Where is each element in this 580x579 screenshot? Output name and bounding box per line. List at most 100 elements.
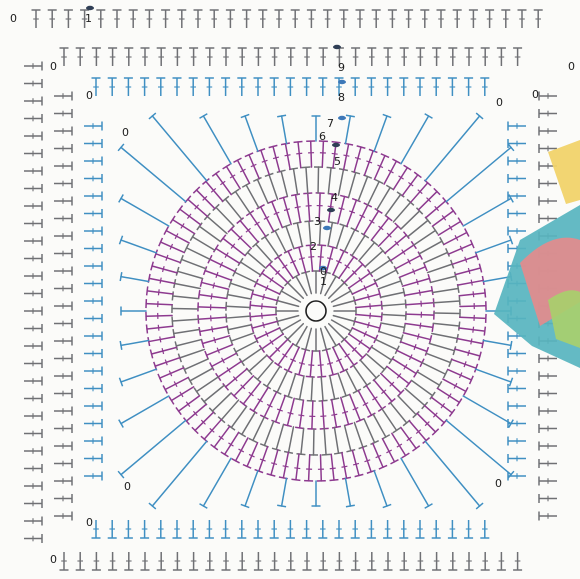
radial-stitch-r4-71-bar bbox=[458, 296, 461, 306]
radial-stitch-r3-34-cross bbox=[219, 261, 224, 268]
radial-stitch-r5-11 bbox=[408, 419, 427, 442]
radial-stitch-r4-50 bbox=[268, 174, 279, 201]
radial-stitch-r2-39 bbox=[343, 229, 356, 253]
radial-stitch-r2-29-bar bbox=[244, 248, 252, 257]
row-marker-7 bbox=[319, 265, 327, 271]
radial-stitch-r5-73-bar bbox=[433, 187, 441, 196]
radial-stitch-r4-30-bar bbox=[187, 376, 193, 386]
radial-stitch-r3-57-bar bbox=[427, 273, 432, 284]
radial-stitch-r5-57-bar bbox=[244, 152, 254, 158]
radial-stitch-r5-10-cross bbox=[424, 421, 430, 427]
radial-stitch-r3-22-bar bbox=[230, 392, 238, 400]
radial-stitch-r4-66 bbox=[418, 240, 443, 255]
radial-stitch-r1-21 bbox=[261, 272, 284, 289]
radial-stitch-r5-63 bbox=[321, 140, 325, 168]
radial-stitch-r2-45-bar bbox=[398, 276, 404, 286]
radial-stitch-r5-81-bar bbox=[481, 275, 485, 285]
radial-stitch-r3-9 bbox=[365, 384, 383, 410]
radial-stitch-r5-46-cross bbox=[165, 254, 169, 261]
blue-corner-stitch-13-bar bbox=[148, 502, 157, 510]
radial-stitch-r2-40-bar bbox=[360, 232, 370, 239]
radial-stitch-r3-21-bar bbox=[239, 400, 248, 408]
radial-stitch-r1-35 bbox=[355, 304, 383, 309]
radial-stitch-r4-59-bar bbox=[374, 178, 384, 185]
radial-stitch-r3-52-bar bbox=[394, 222, 402, 230]
radial-stitch-r3-32-cross bbox=[212, 282, 216, 289]
radial-stitch-r3-21 bbox=[242, 381, 262, 405]
radial-stitch-r2-6 bbox=[359, 359, 377, 379]
radial-stitch-r5-67 bbox=[363, 150, 374, 177]
radial-stitch-r5-24 bbox=[270, 449, 279, 476]
radial-stitch-r5-70-cross bbox=[398, 175, 404, 180]
radial-stitch-r4-63-bar bbox=[415, 207, 424, 215]
radial-stitch-r5-52 bbox=[195, 189, 216, 210]
radial-stitch-r3-18 bbox=[274, 394, 286, 423]
radial-stitch-r5-74-bar bbox=[442, 197, 450, 205]
radial-stitch-r3-42-cross bbox=[283, 208, 290, 212]
radial-stitch-r1-9-bar bbox=[305, 375, 315, 378]
radial-stitch-r5-9 bbox=[423, 404, 445, 424]
radial-stitch-r5-26 bbox=[246, 441, 259, 468]
radial-stitch-r5-64-cross bbox=[331, 152, 338, 155]
radial-stitch-r5-8-bar bbox=[448, 408, 456, 417]
radial-stitch-r4-15-bar bbox=[346, 448, 356, 453]
blue-corner-stitch-11-bar bbox=[240, 503, 250, 509]
radial-stitch-r3-36-cross bbox=[230, 243, 236, 249]
radial-stitch-r0-13 bbox=[276, 299, 300, 308]
radial-stitch-r5-81-cross bbox=[470, 279, 473, 286]
row-start-markers bbox=[86, 5, 346, 271]
blue-corner-stitch-2 bbox=[474, 368, 512, 383]
radial-stitch-r2-37-bar bbox=[327, 220, 337, 225]
radial-stitch-r4-47-bar bbox=[231, 188, 240, 195]
radial-stitch-r4-69 bbox=[429, 275, 457, 284]
radial-stitch-r5-73 bbox=[417, 190, 438, 211]
radial-stitch-r4-13-bar bbox=[370, 440, 379, 446]
radial-stitch-r5-76-bar bbox=[457, 217, 464, 226]
radial-stitch-r5-76 bbox=[437, 220, 462, 236]
corner-label-7: 0 bbox=[50, 553, 57, 566]
radial-stitch-r5-58-cross bbox=[261, 159, 268, 163]
radial-stitch-r5-55-bar bbox=[222, 163, 231, 170]
radial-stitch-r4-6-bar bbox=[436, 380, 443, 390]
radial-stitch-r3-20-cross bbox=[257, 398, 264, 403]
corner-label-8: 0 bbox=[496, 96, 503, 109]
radial-stitch-r3-18-cross bbox=[276, 408, 283, 412]
radial-stitch-r5-25 bbox=[258, 445, 269, 472]
radial-stitch-r3-6-cross bbox=[396, 373, 402, 379]
radial-stitch-r5-5-bar bbox=[468, 375, 474, 385]
radial-stitch-r5-43-cross bbox=[157, 289, 160, 296]
radial-stitch-r4-61-bar bbox=[396, 191, 405, 198]
radial-stitch-r3-51 bbox=[370, 217, 390, 241]
radial-stitch-r5-72 bbox=[409, 182, 429, 204]
radial-stitch-r2-42 bbox=[364, 250, 384, 268]
radial-stitch-r3-24 bbox=[217, 360, 243, 378]
radial-stitch-r5-40 bbox=[146, 325, 174, 330]
radial-stitch-r5-75-cross bbox=[441, 215, 447, 221]
radial-stitch-r1-31 bbox=[343, 263, 364, 284]
radial-stitch-r3-54-cross bbox=[401, 249, 406, 255]
radial-stitch-r5-78-bar bbox=[469, 239, 475, 249]
radial-stitch-r5-60-cross bbox=[284, 154, 291, 157]
radial-stitch-r2-27-bar bbox=[232, 267, 238, 277]
radial-stitch-r1-17-cross bbox=[261, 312, 263, 319]
corner-label-10: 0 bbox=[568, 60, 575, 73]
radial-stitch-r3-4-cross bbox=[408, 354, 413, 361]
radial-stitch-r1-2-cross bbox=[363, 330, 368, 337]
radial-stitch-r4-34 bbox=[173, 328, 201, 335]
radial-stitch-r5-52-cross bbox=[202, 195, 208, 201]
radial-stitch-r2-23 bbox=[225, 315, 251, 319]
radial-stitch-r4-52 bbox=[292, 168, 299, 196]
radial-stitch-r3-27 bbox=[201, 335, 231, 345]
radial-stitch-r5-22-bar bbox=[291, 478, 301, 482]
radial-stitch-r2-17-bar bbox=[253, 375, 262, 383]
radial-stitch-r5-58 bbox=[260, 149, 271, 176]
radial-stitch-r5-19 bbox=[330, 453, 335, 481]
radial-stitch-r1-25 bbox=[298, 246, 307, 274]
radial-stitch-r4-56 bbox=[337, 168, 345, 196]
radial-stitch-r5-82-bar bbox=[483, 288, 487, 298]
radial-stitch-r5-2-cross bbox=[470, 338, 473, 345]
radial-stitch-r1-29-cross bbox=[335, 259, 342, 264]
radial-stitch-r3-56-bar bbox=[423, 262, 428, 272]
radial-stitch-r4-19 bbox=[300, 427, 305, 455]
row-marker-6 bbox=[323, 225, 331, 231]
